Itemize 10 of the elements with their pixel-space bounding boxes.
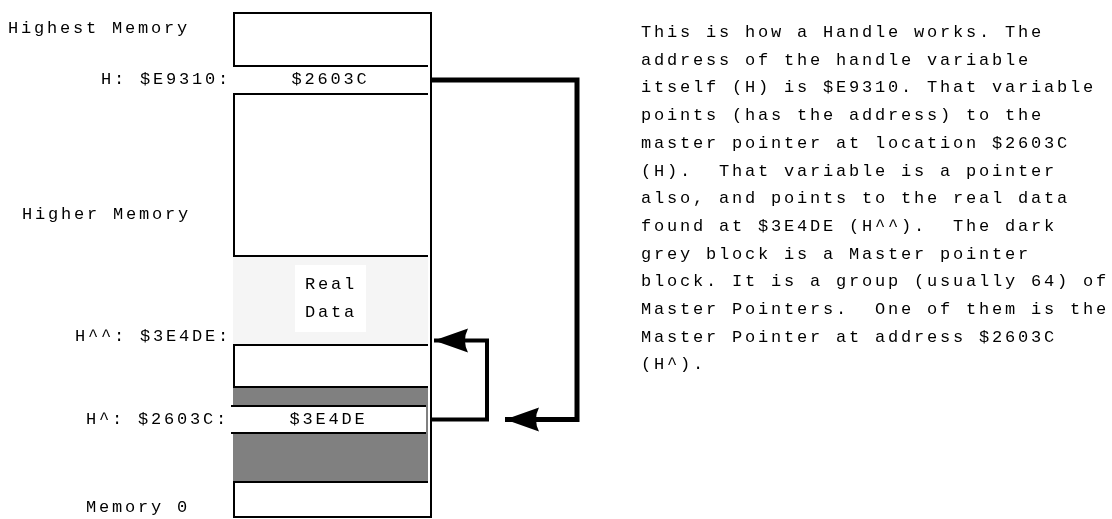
address-label: H^^: $3E4DE:: [74, 326, 231, 348]
block-label: Real Data: [295, 265, 366, 333]
address-label: H^: $2603C:: [85, 408, 229, 431]
region-label: Highest Memory: [8, 18, 191, 40]
cell-value: $2603C: [291, 69, 370, 91]
address-label: H: $E9310:: [100, 69, 231, 91]
region-label: Higher Memory: [22, 204, 192, 226]
cell-value: $3E4DE: [289, 409, 368, 431]
region-label: Memory 0: [86, 497, 190, 519]
description-text: This is how a Handle works. The address of the handle variable itself (H) is $E9310. That variable points (has the address) to the master pointer at location $2603C (H). That variable is a pointer also, and points to the real data found at $3E4DE (H^^). The dark grey block is a Master pointer block. It is a group (usually 64) of Master Pointers. One of them is the Master Pointer at address $2603C (H^).: [641, 22, 1111, 377]
